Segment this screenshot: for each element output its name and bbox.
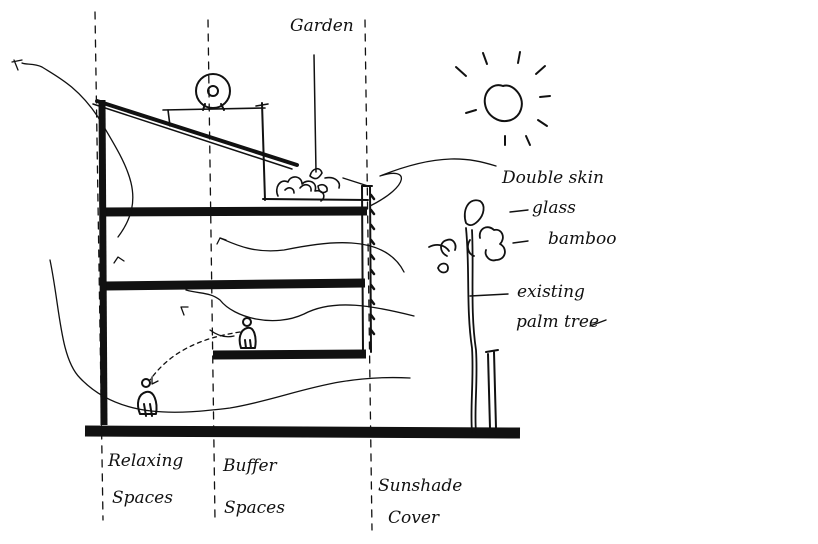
back-wall: [98, 99, 108, 426]
label-double-skin: Double skin: [502, 168, 605, 188]
slab-level-3: [99, 206, 368, 217]
label-leader-lines: [469, 209, 607, 327]
slab-level-1: [212, 349, 367, 360]
label-bamboo: bamboo: [548, 229, 617, 249]
label-garden: Garden: [290, 16, 354, 36]
palm-tree-icon: [465, 227, 478, 433]
label-spaces-buffer: Spaces: [224, 498, 285, 518]
person-icon: [137, 378, 158, 417]
plant-icon: [275, 167, 341, 202]
divider-sunshade: [364, 19, 373, 531]
label-cover: Cover: [388, 508, 440, 528]
sun-icon: [455, 51, 551, 146]
garden-leader-line: [313, 54, 317, 173]
slab-level-2: [104, 278, 366, 291]
label-palm-tree: palm tree: [516, 312, 600, 332]
label-buffer: Buffer: [223, 456, 277, 476]
double-skin-facade: [361, 185, 376, 353]
bamboo-icon: [428, 199, 506, 274]
label-relaxing: Relaxing: [108, 451, 184, 471]
roof-tank-icon: [195, 73, 231, 111]
label-existing: existing: [517, 282, 585, 302]
label-spaces-relaxing: Spaces: [112, 488, 173, 508]
boundary-wall: [485, 349, 499, 429]
airflow-arrow-icon: [11, 59, 497, 413]
sloped-roof: [92, 99, 369, 201]
label-glass: glass: [532, 198, 576, 218]
person-icon: [238, 317, 257, 349]
slab-ground: [84, 425, 521, 439]
label-sunshade: Sunshade: [378, 476, 463, 496]
floor-slabs: [84, 206, 521, 439]
